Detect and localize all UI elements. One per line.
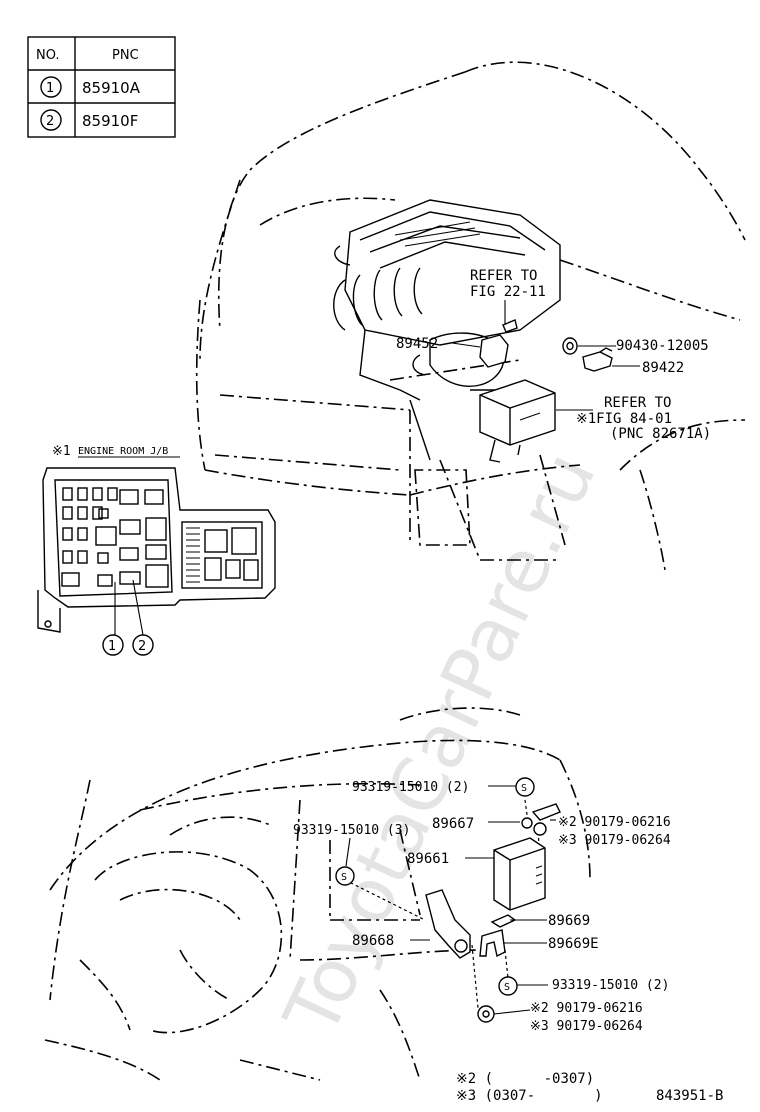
label-part-90179-06216-bottom: ※2 90179-06216 <box>530 1001 643 1016</box>
footnote-2: ※2 ( -0307) <box>456 1071 594 1087</box>
label-part-90179-06264-top: ※3 90179-06264 <box>558 833 671 848</box>
svg-text:S: S <box>504 982 510 993</box>
engine-bay-view: REFER TO FIG 22-11 89452 90430-12005 894… <box>195 61 746 571</box>
label-part-93319-15010-3: 93319-15010 (3) <box>293 823 410 838</box>
label-part-93319-15010-2-bottom: 93319-15010 (2) <box>552 978 669 993</box>
label-part-90179-06264-bottom: ※3 90179-06264 <box>530 1019 643 1034</box>
label-part-89669: 89669 <box>548 913 590 929</box>
label-part-93319-15010-2-top: 93319-15010 (2) <box>352 780 469 795</box>
label-part-89669E: 89669E <box>548 936 599 952</box>
label-refer-fig-84-line2: ※1FIG 84-01 <box>576 411 672 427</box>
label-refer-fig-84-line1: REFER TO <box>604 395 671 411</box>
label-part-90179-06216-top: ※2 90179-06216 <box>558 815 671 830</box>
label-refer-fig-22-line1: REFER TO <box>470 268 537 284</box>
pnc-table: NO. PNC 1 85910A 2 85910F <box>27 36 176 138</box>
svg-text:S: S <box>341 872 347 883</box>
table-header-pnc: PNC <box>112 48 139 63</box>
svg-text:S: S <box>521 783 527 794</box>
jb-callout-2: 2 <box>138 639 146 654</box>
table-row-2-pnc: 85910F <box>82 112 138 130</box>
label-jb-note-mark: ※1 <box>52 444 71 459</box>
label-refer-fig-22-line2: FIG 22-11 <box>470 284 546 300</box>
watermark: ToyotaCarPare.ru <box>268 440 613 1049</box>
label-part-89452: 89452 <box>396 336 438 352</box>
table-row-1-pnc: 85910A <box>82 79 141 97</box>
footnotes: ※2 ( -0307) ※3 (0307- ) 843951-B <box>456 1071 723 1104</box>
engine-room-jb-view: ※1 ENGINE ROOM J/B <box>37 444 276 656</box>
footnote-3: ※3 (0307- ) <box>456 1088 603 1104</box>
label-part-89422: 89422 <box>642 360 684 376</box>
label-part-89661: 89661 <box>407 851 449 867</box>
jb-callout-1: 1 <box>108 639 116 654</box>
table-header-no: NO. <box>36 48 60 63</box>
table-row-2-no: 2 <box>46 114 54 129</box>
label-part-89667: 89667 <box>432 816 474 832</box>
dashboard-view: S S S 93319-15010 (2) 93319-1501 <box>44 707 671 1081</box>
figure-code: 843951-B <box>656 1088 723 1104</box>
table-row-1-no: 1 <box>46 81 54 96</box>
label-jb-title: ENGINE ROOM J/B <box>78 446 168 457</box>
label-refer-fig-84-line3: (PNC 82671A) <box>610 426 711 442</box>
label-part-89668: 89668 <box>352 933 394 949</box>
label-part-90430-12005: 90430-12005 <box>616 338 709 354</box>
